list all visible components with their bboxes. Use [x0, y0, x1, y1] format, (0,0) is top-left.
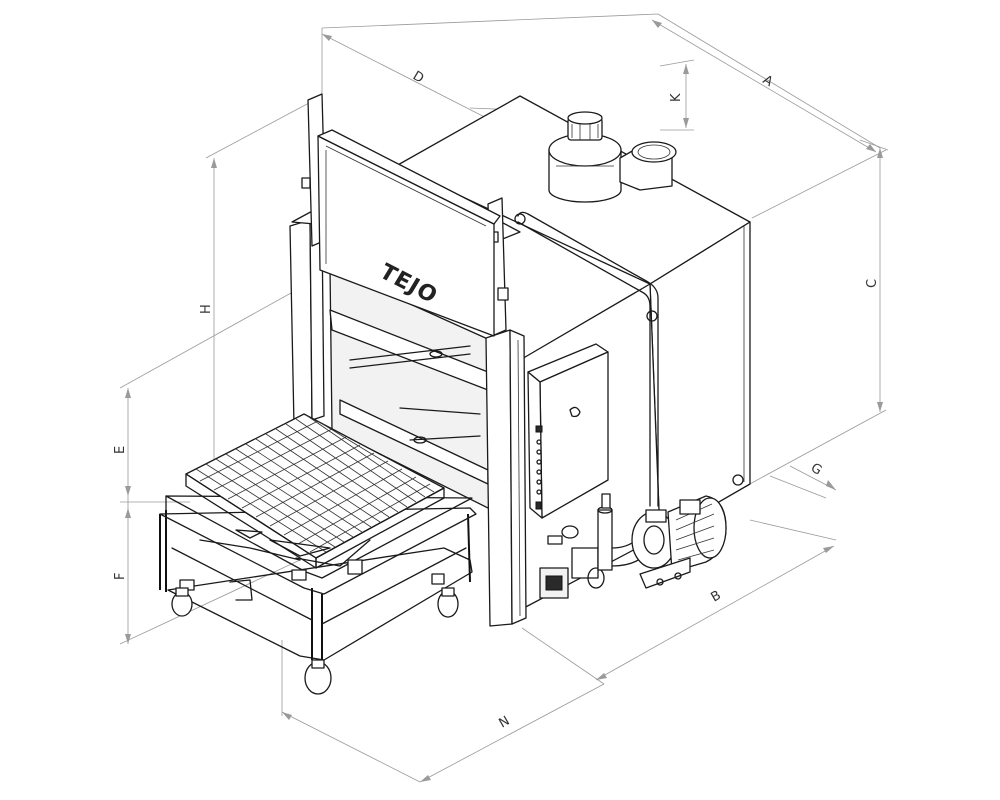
- dim-label-f: F: [113, 573, 128, 580]
- control-panel: [527, 343, 609, 519]
- door-panel: TEJO: [301, 93, 509, 337]
- dim-label-c: C: [865, 279, 880, 288]
- exhaust-fan: [548, 111, 677, 203]
- dim-label-d: D: [410, 69, 426, 87]
- grating-bars: [195, 414, 435, 553]
- trolley: [159, 413, 477, 695]
- dim-label-a: A: [760, 73, 775, 90]
- dim-label-e: E: [113, 446, 128, 454]
- dim-label-g: G: [808, 461, 824, 479]
- dim-label-n: N: [497, 714, 513, 732]
- dim-label-k: K: [669, 93, 684, 102]
- dim-label-b: B: [709, 588, 724, 605]
- recirculation-pipe: [514, 211, 659, 507]
- pump-and-fittings: [539, 493, 727, 599]
- dim-label-h: H: [199, 304, 214, 314]
- dimension-lines: [119, 13, 889, 783]
